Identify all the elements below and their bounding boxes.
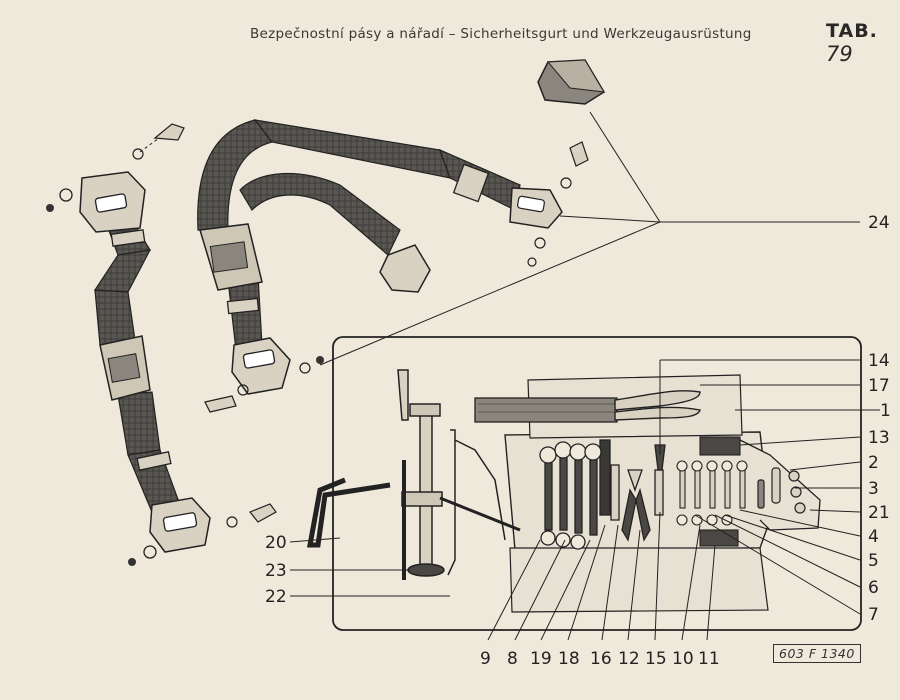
callout-11: 11 [698,649,720,669]
callout-22: 22 [265,587,287,607]
callout-19: 19 [530,649,552,669]
small-spanners [676,436,748,547]
callout-20: 20 [265,533,287,553]
callout-8: 8 [507,649,518,669]
callout-5: 5 [868,551,879,571]
pliers-and-screwdrivers [610,444,666,542]
car-jack [307,369,521,580]
seat-belt-left [46,123,277,566]
callout-23: 23 [265,561,287,581]
callout-21: 21 [868,503,890,523]
tire-levers [614,390,701,421]
drawing-code: 603 F 1340 [773,644,861,663]
seat-belt-right [197,119,589,413]
leaders-toolkit [289,359,880,641]
callout-7: 7 [868,605,879,625]
callout-9: 9 [480,649,491,669]
callout-14: 14 [868,351,890,371]
pillar-cover [537,59,606,105]
callout-15: 15 [645,649,667,669]
wrenches [539,439,611,550]
callout-18: 18 [558,649,580,669]
callout-3: 3 [868,479,879,499]
callout-16: 16 [590,649,612,669]
plate-number: 79 [826,42,853,66]
callout-12: 12 [618,649,640,669]
callout-6: 6 [868,578,879,598]
callout-24: 24 [868,213,890,233]
leaders-24 [319,111,860,366]
callout-17: 17 [868,376,890,396]
callout-2: 2 [868,453,879,473]
plate-number-label: TAB. 79 [826,20,900,66]
callout-4: 4 [868,527,879,547]
plate-title: Bezpečnostní pásy a nářadí – Sicherheits… [250,26,752,42]
spare-parts-pouch [757,467,806,514]
plate-prefix: TAB. [826,20,878,42]
callout-13: 13 [868,428,890,448]
callout-10: 10 [672,649,694,669]
callout-1: 1 [880,401,891,421]
